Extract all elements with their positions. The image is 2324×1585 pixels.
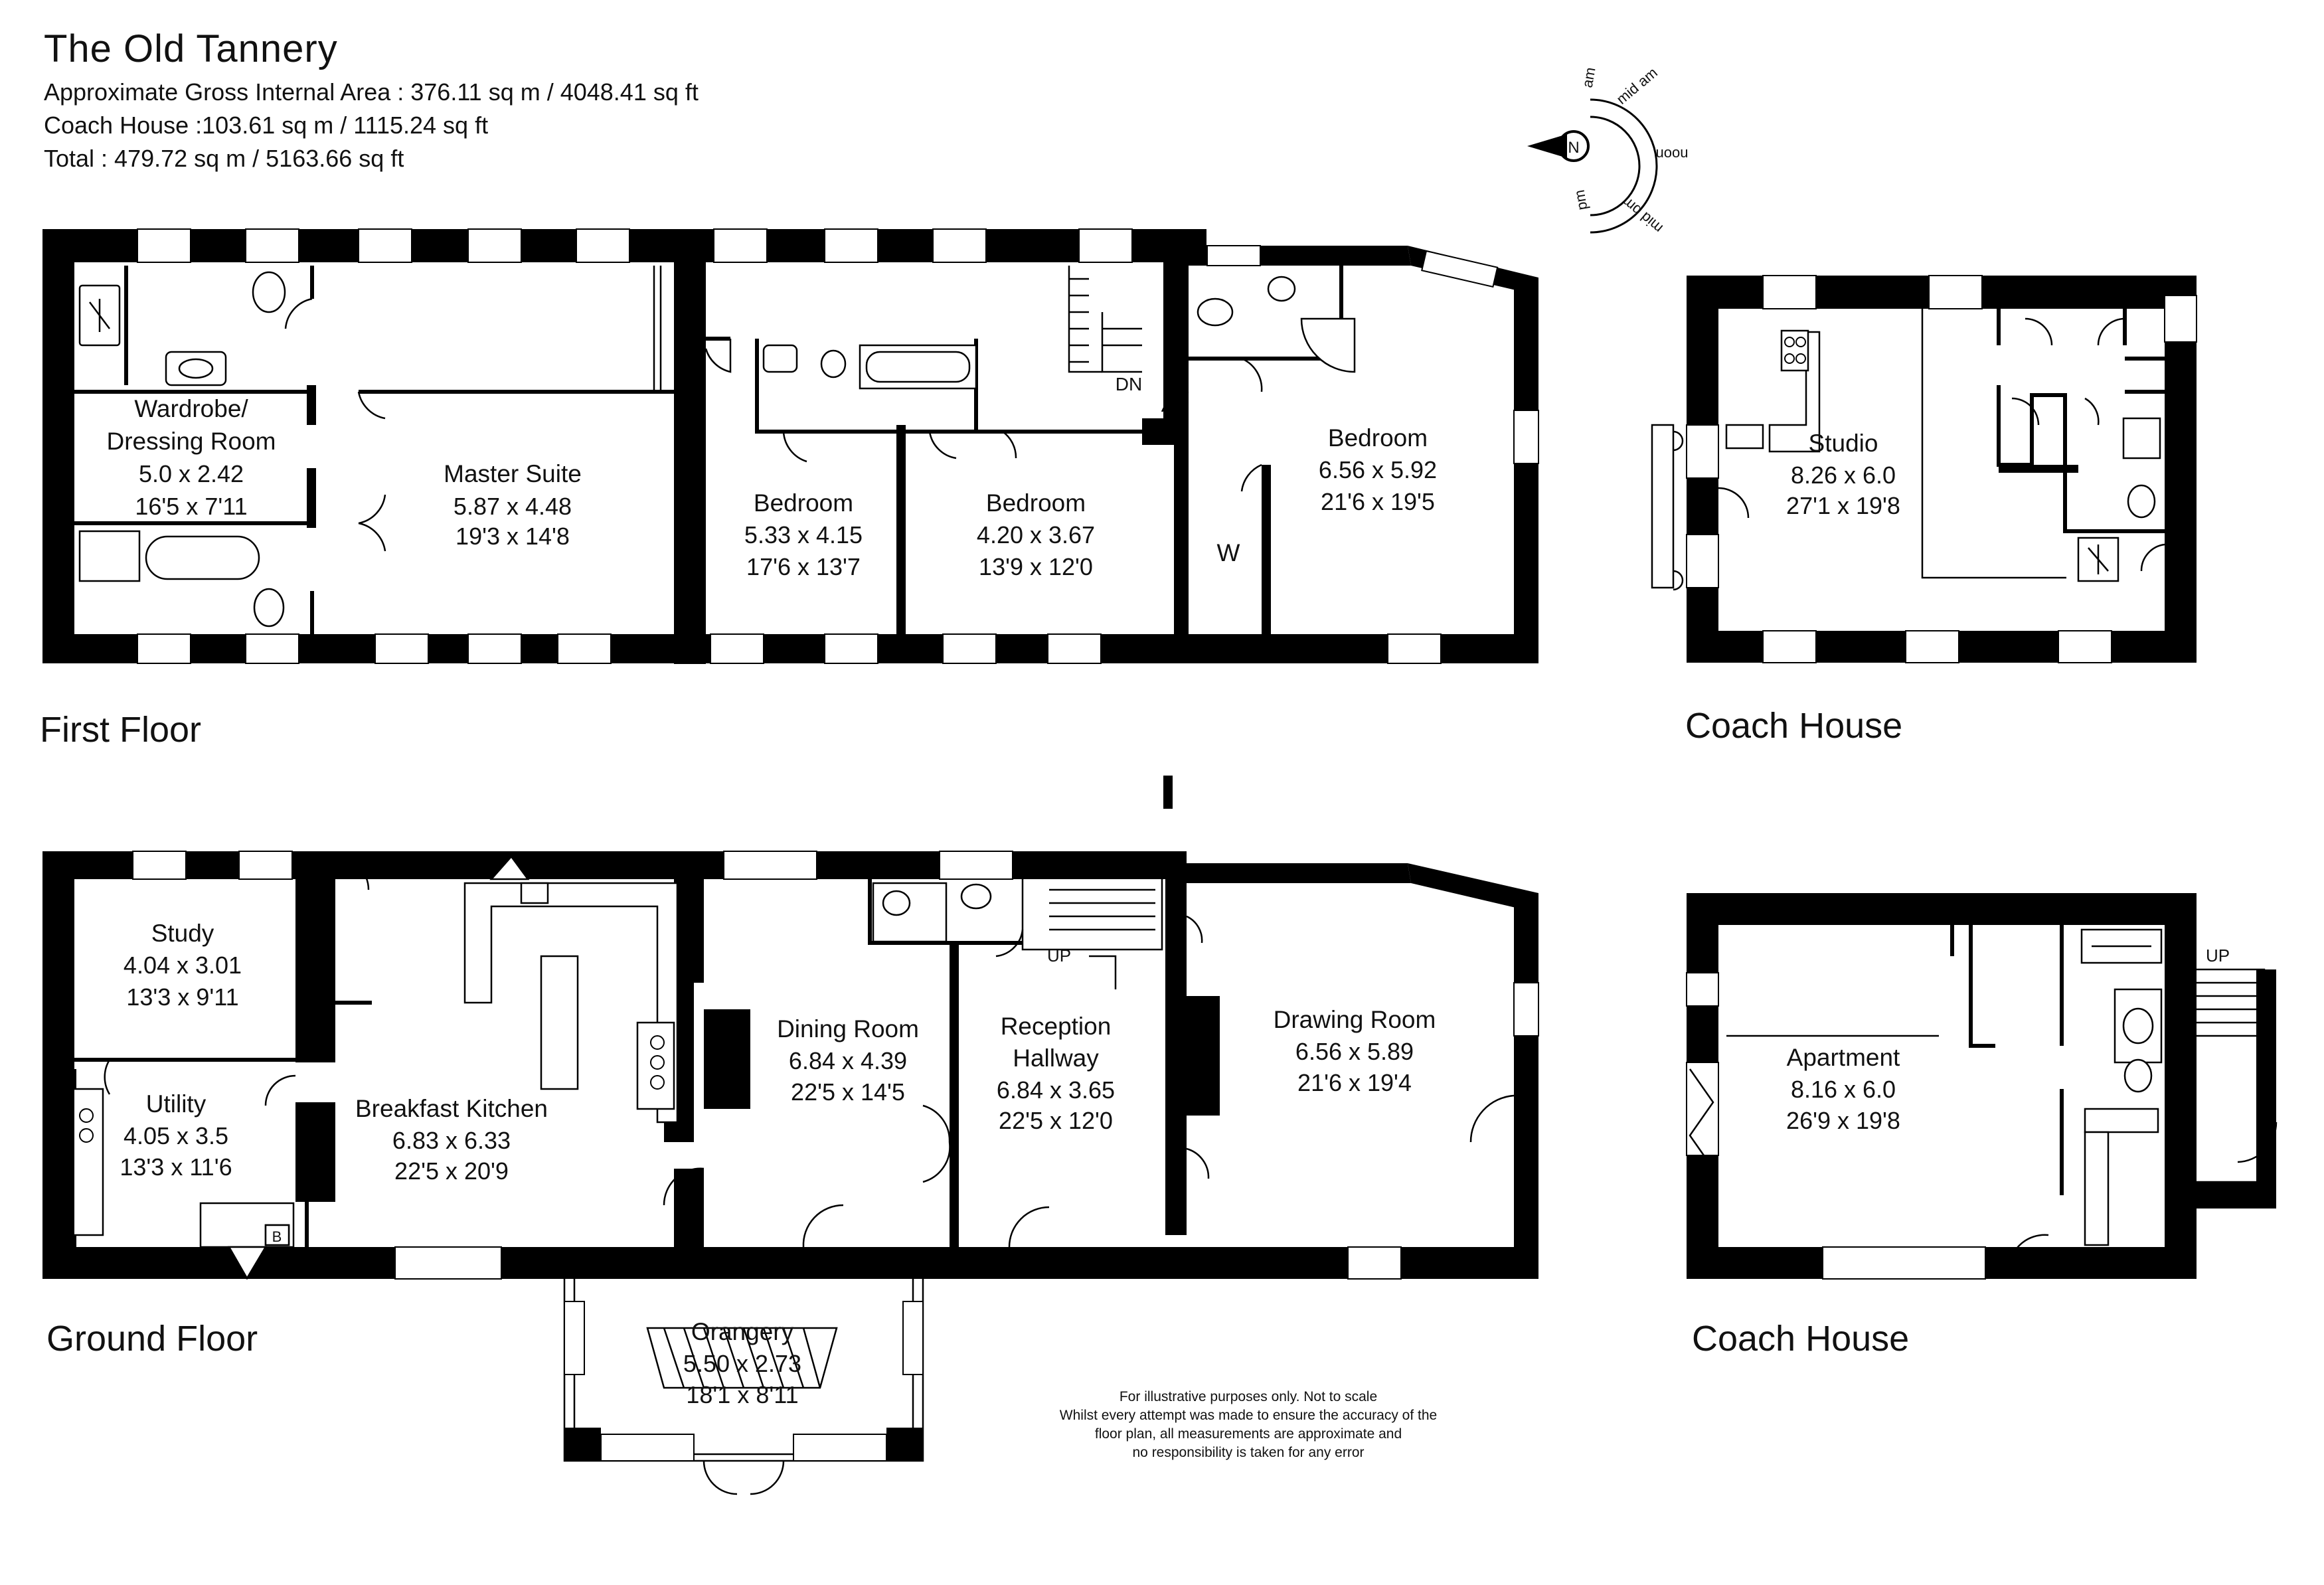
compass-pm-label: pm: [1571, 189, 1591, 211]
bedroom-1-metric: 6.56 x 5.92: [1319, 456, 1437, 483]
disclaimer-line-2: Whilst every attempt was made to ensure …: [1059, 1408, 1438, 1423]
apartment-imperial: 26'9 x 19'8: [1786, 1107, 1900, 1134]
stairs-down-label: DN: [1116, 374, 1142, 394]
compass-icon: N am mid am noon mid pm pm: [1527, 64, 1689, 237]
study-imperial: 13'3 x 9'11: [126, 983, 238, 1011]
studio-metric: 8.26 x 6.0: [1791, 461, 1896, 489]
wardrobe-imperial: 16'5 x 7'11: [135, 493, 247, 520]
coach-house-area-text: Coach House :103.61 sq m / 1115.24 sq ft: [44, 112, 489, 139]
apartment-name: Apartment: [1787, 1044, 1900, 1071]
first-floor-plan: [42, 228, 1539, 664]
orangery-imperial: 18'1 x 8'11: [686, 1381, 798, 1408]
stairs-up-label: UP: [1047, 946, 1071, 965]
kitchen-metric: 6.83 x 6.33: [392, 1127, 511, 1154]
dining-room-name: Dining Room: [777, 1015, 919, 1043]
kitchen-imperial: 22'5 x 20'9: [394, 1157, 509, 1185]
master-suite-name: Master Suite: [444, 460, 582, 487]
boiler-label: B: [272, 1228, 282, 1245]
studio-imperial: 27'1 x 19'8: [1786, 492, 1900, 519]
wardrobe-w-label: W: [1217, 539, 1240, 566]
bedroom-2-metric: 5.33 x 4.15: [744, 521, 863, 548]
drawing-room-metric: 6.56 x 5.89: [1295, 1038, 1414, 1065]
kitchen-name: Breakfast Kitchen: [355, 1095, 548, 1122]
bedroom-3-name: Bedroom: [986, 489, 1086, 517]
reception-name-1: Reception: [1001, 1013, 1112, 1040]
utility-name: Utility: [146, 1090, 207, 1118]
bedroom-3-imperial: 13'9 x 12'0: [979, 553, 1093, 580]
wardrobe-metric: 5.0 x 2.42: [139, 460, 244, 487]
reception-imperial: 22'5 x 12'0: [999, 1107, 1113, 1134]
utility-imperial: 13'3 x 11'6: [120, 1153, 232, 1181]
disclaimer-line-3: floor plan, all measurements are approxi…: [1094, 1426, 1402, 1442]
study-name: Study: [151, 920, 214, 947]
bedroom-3-metric: 4.20 x 3.67: [977, 521, 1095, 548]
orangery-name: Orangery: [691, 1318, 794, 1345]
disclaimer-line-1: For illustrative purposes only. Not to s…: [1119, 1389, 1378, 1404]
dining-room-metric: 6.84 x 4.39: [789, 1047, 907, 1074]
apartment-metric: 8.16 x 6.0: [1791, 1076, 1896, 1103]
bedroom-2-name: Bedroom: [754, 489, 853, 517]
gross-area-text: Approximate Gross Internal Area : 376.11…: [44, 78, 699, 106]
disclaimer-line-4: no responsibility is taken for any error: [1132, 1445, 1365, 1460]
drawing-room-imperial: 21'6 x 19'4: [1297, 1069, 1412, 1096]
master-suite-metric: 5.87 x 4.48: [454, 493, 572, 520]
bedroom-1-imperial: 21'6 x 19'5: [1321, 488, 1435, 515]
coach-house-lower-label: Coach House: [1692, 1319, 1910, 1359]
bedroom-1-name: Bedroom: [1328, 424, 1428, 452]
studio-name: Studio: [1809, 430, 1878, 457]
reception-metric: 6.84 x 3.65: [997, 1076, 1115, 1104]
ground-floor-label: Ground Floor: [46, 1319, 258, 1359]
reception-name-2: Hallway: [1013, 1044, 1099, 1072]
master-suite-imperial: 19'3 x 14'8: [456, 523, 570, 550]
bedroom-2-imperial: 17'6 x 13'7: [746, 553, 861, 580]
wardrobe-name-2: Dressing Room: [107, 428, 276, 455]
coach-house-lower-plan: [1686, 893, 2278, 1280]
study-metric: 4.04 x 3.01: [124, 952, 242, 979]
utility-metric: 4.05 x 3.5: [124, 1122, 228, 1149]
compass-noon-label: noon: [1656, 146, 1689, 163]
compass-mid-pm-label: mid pm: [1619, 193, 1666, 237]
disclaimer-text: For illustrative purposes only. Not to s…: [976, 1388, 1521, 1462]
compass-mid-am-label: mid am: [1614, 64, 1661, 108]
drawing-room-name: Drawing Room: [1274, 1006, 1436, 1033]
dining-room-imperial: 22'5 x 14'5: [791, 1078, 905, 1106]
wardrobe-name-1: Wardrobe/: [134, 395, 248, 422]
plan-title: The Old Tannery: [44, 27, 338, 70]
orangery-metric: 5.50 x 2.73: [683, 1350, 801, 1377]
first-floor-label: First Floor: [40, 710, 201, 750]
compass-north-label: N: [1568, 139, 1579, 157]
coach-house-upper-plan: [1651, 275, 2197, 663]
coach-house-upper-label: Coach House: [1685, 706, 1903, 746]
coach-stairs-up-label: UP: [2206, 946, 2230, 965]
compass-am-label: am: [1579, 66, 1599, 88]
total-area-text: Total : 479.72 sq m / 5163.66 sq ft: [44, 145, 404, 172]
ground-floor-plan: [42, 851, 1539, 1495]
